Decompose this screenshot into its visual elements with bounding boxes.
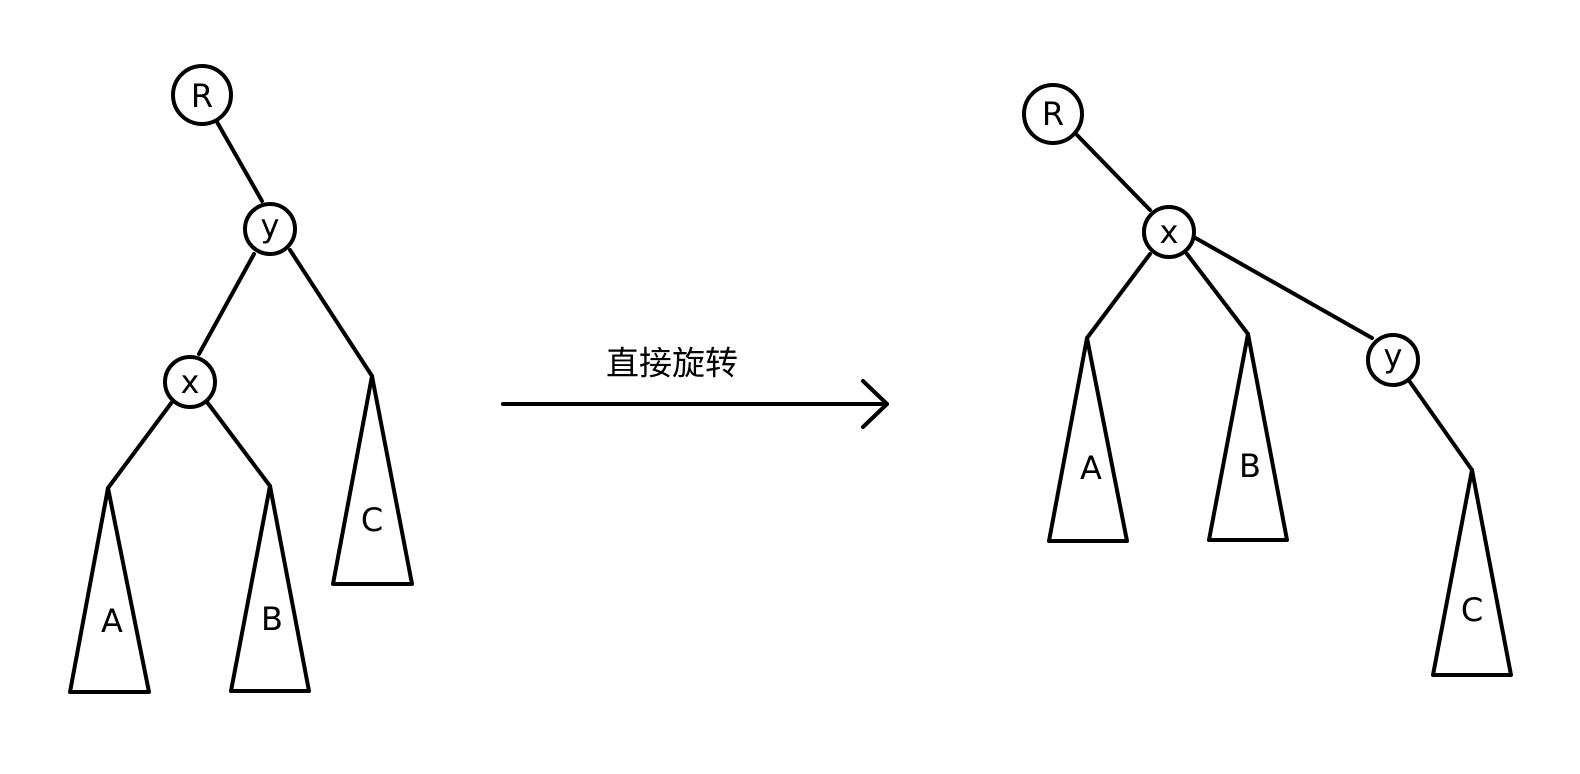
after-subtree-B-label: B: [1239, 447, 1261, 485]
before-subtree-C-triangle: [331, 374, 414, 586]
after-edge-R-x: [1075, 133, 1152, 212]
after-subtree-C-triangle: [1431, 468, 1513, 677]
after-node-y-label: y: [1384, 337, 1403, 375]
before-edge-y-C: [288, 248, 374, 378]
after-node-R-circle: [1022, 83, 1084, 145]
before-edge-x-B: [205, 400, 272, 488]
before-subtree-B-triangle: [229, 484, 311, 693]
after-subtree-A-triangle: [1047, 336, 1129, 543]
before-node-y-circle: [243, 202, 297, 256]
before-node-R-label: R: [191, 77, 213, 115]
before-subtree-C-label: C: [361, 501, 383, 539]
before-node-x-circle: [163, 355, 217, 409]
after-subtree-C-label: C: [1461, 591, 1483, 629]
before-edge-y-x: [197, 252, 256, 356]
before-node-x-label: x: [181, 363, 200, 401]
before-subtree-B-label: B: [261, 600, 283, 638]
before-edge-R-y: [215, 120, 264, 203]
after-edge-x-y: [1190, 234, 1374, 340]
before-node-R-circle: [171, 64, 233, 126]
after-edge-y-C: [1408, 380, 1474, 472]
after-edge-x-A: [1085, 252, 1152, 340]
rotation-arrow: 直接旋转: [501, 344, 889, 429]
after-node-x-label: x: [1160, 213, 1179, 251]
arrow-head: [861, 379, 889, 429]
after-node-R-label: R: [1042, 95, 1064, 133]
before-tree: A B C R y x: [68, 64, 414, 694]
rotation-caption: 直接旋转: [606, 344, 738, 383]
before-subtree-A-label: A: [101, 602, 123, 640]
after-edge-x-B: [1185, 252, 1250, 336]
before-node-y-label: y: [261, 207, 280, 245]
after-tree: A B C R x y: [1022, 83, 1513, 677]
after-subtree-A-label: A: [1080, 449, 1102, 487]
before-edge-x-A: [106, 400, 174, 490]
after-subtree-B-triangle: [1207, 332, 1289, 542]
after-node-x-circle: [1142, 205, 1196, 259]
before-subtree-A-triangle: [68, 486, 151, 694]
after-node-y-circle: [1366, 333, 1420, 387]
